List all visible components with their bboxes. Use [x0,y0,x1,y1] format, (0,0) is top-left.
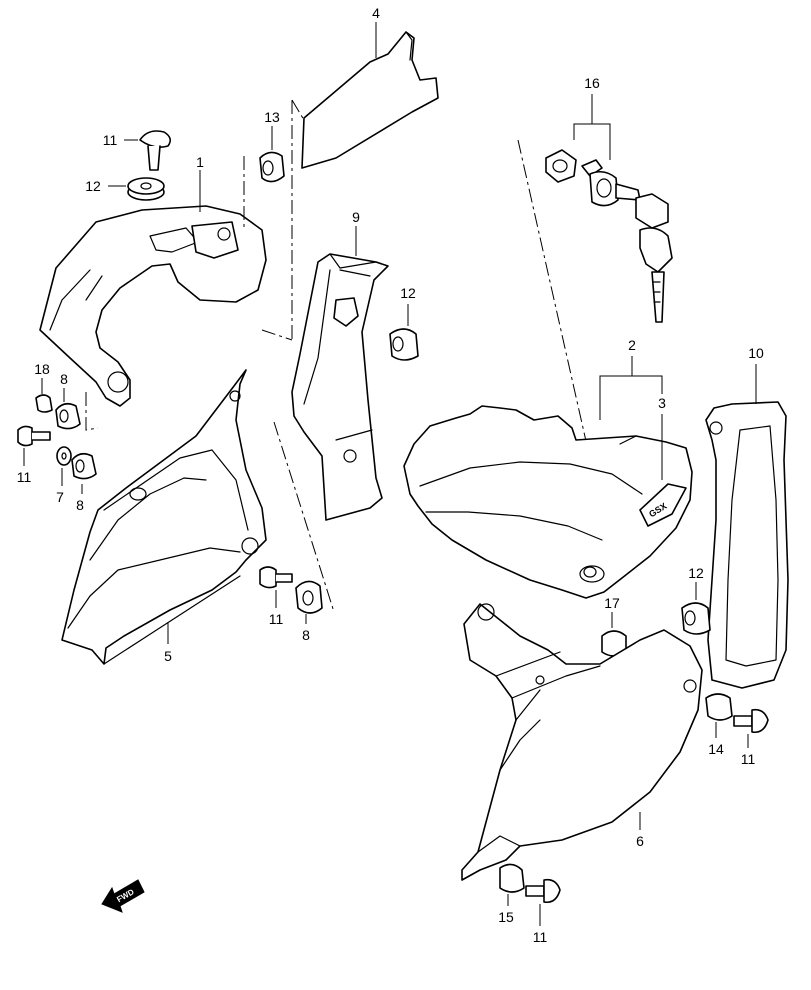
callout-3: 3 [658,395,666,411]
callout-5: 5 [164,648,172,664]
part-4-bracket [301,31,439,169]
part-1-left-front-cover [39,205,267,407]
callout-15: 15 [498,909,514,925]
part-11-bolt-left [17,425,51,447]
callout-11-bottom: 11 [533,929,548,945]
part-12-grommet-top [127,177,165,201]
part-6-right-lower-cover [461,603,703,881]
callout-8-b: 8 [76,497,84,513]
callout-11-top: 11 [103,132,118,148]
part-11-bolt-bottom [525,878,561,904]
part-8-grommet-left-upper [55,402,81,430]
part-12-grommet-right [681,602,711,635]
callout-8-c: 8 [302,627,310,643]
part-8-grommet-left-lower [71,452,97,480]
part-15-grommet [499,863,525,893]
callout-12-right: 12 [688,565,704,581]
part-11-bolt-right [733,708,769,734]
part-2-right-side-cover: GSX [403,405,693,599]
part-8-grommet-middle [295,580,323,614]
part-5-left-side-cover [61,369,267,665]
callout-13: 13 [264,109,280,125]
fwd-arrow-icon: FWD [101,879,145,913]
callout-17: 17 [604,595,620,611]
callout-4: 4 [372,5,380,21]
callout-11-right: 11 [741,751,756,767]
callout-10: 10 [748,345,764,361]
part-14-grommet [705,693,733,721]
callout-8-a: 8 [60,371,68,387]
part-11-bolt-middle [259,566,293,589]
callout-16: 16 [584,75,600,91]
part-7-washer [56,446,72,466]
callout-1: 1 [196,154,204,170]
callout-12-middle: 12 [400,285,416,301]
callout-11-middle: 11 [269,611,284,627]
part-16-lock-set [545,149,673,323]
callout-12-top: 12 [85,178,101,194]
part-9-bracket [291,253,389,521]
callout-14: 14 [708,741,724,757]
callout-18: 18 [34,361,50,377]
callout-7: 7 [56,489,64,505]
callout-2: 2 [628,337,636,353]
part-18-bolt [35,394,53,413]
callout-11-left: 11 [17,469,32,485]
part-13-grommet [259,151,285,183]
part-11-bolt-top [139,130,172,171]
callout-9: 9 [352,209,360,225]
part-12-grommet-middle [389,328,419,361]
callout-6: 6 [636,833,644,849]
part-10-bracket [705,401,789,689]
